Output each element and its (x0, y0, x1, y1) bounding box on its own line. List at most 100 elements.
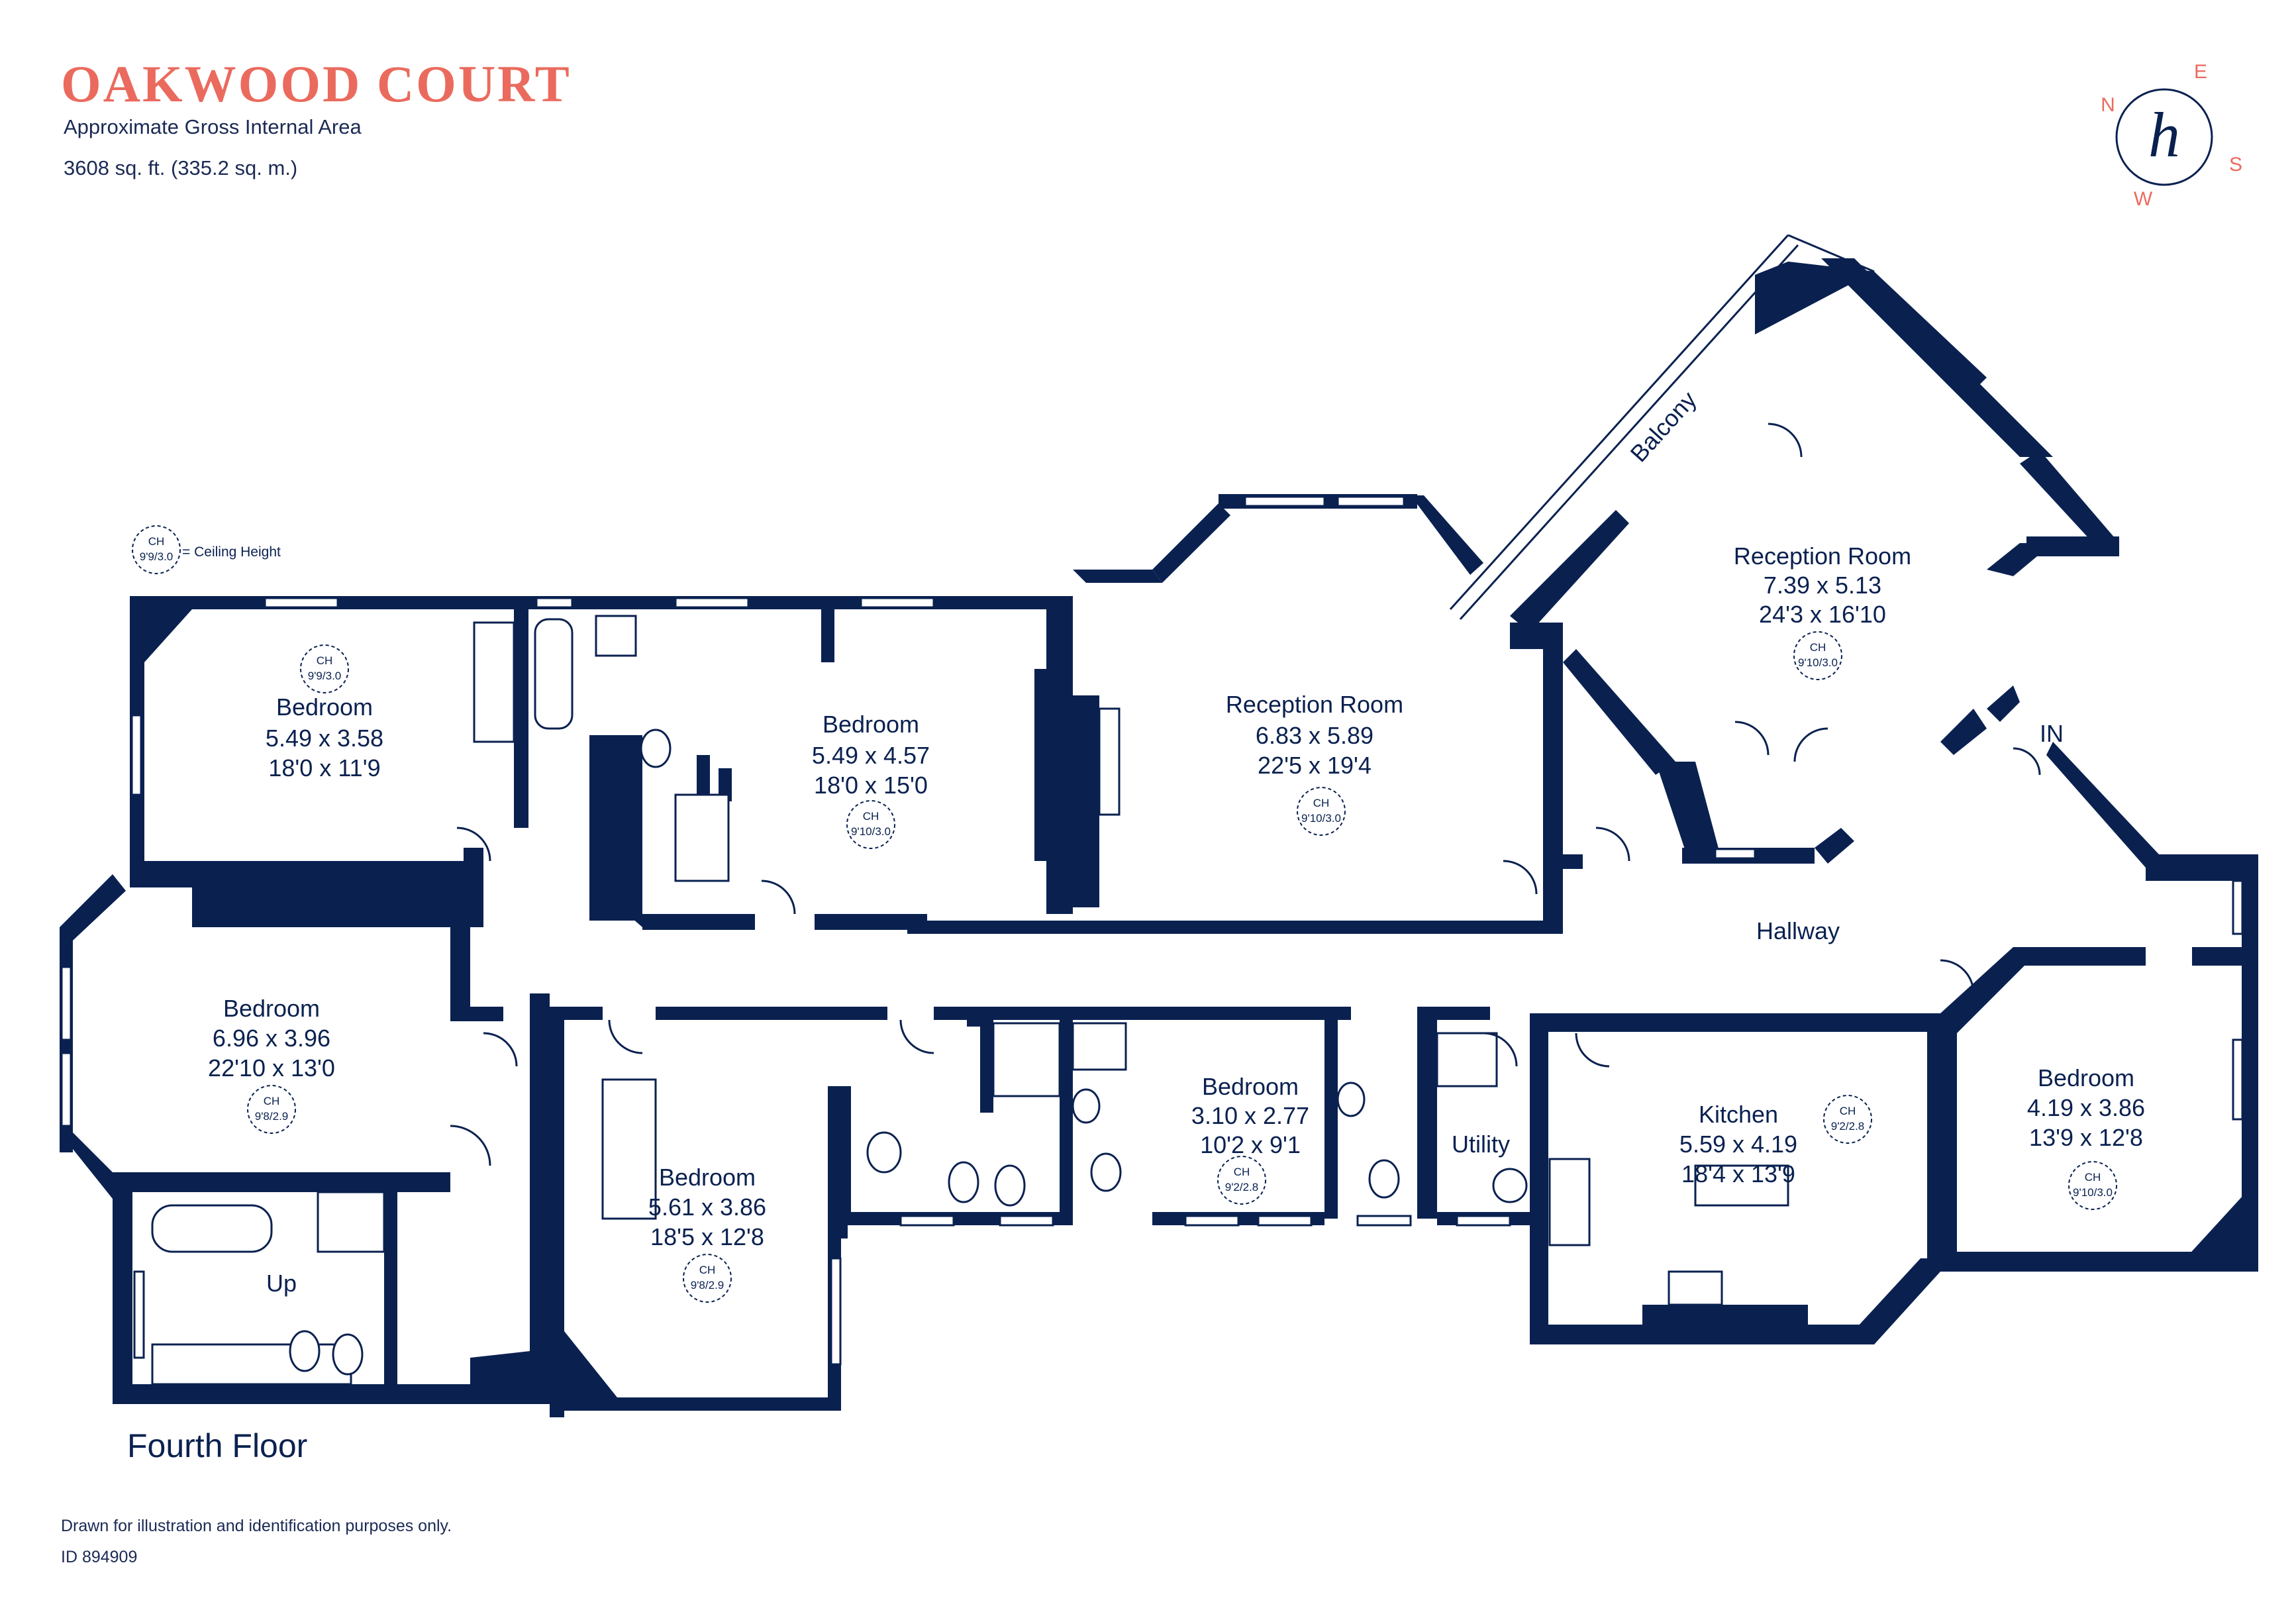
svg-text:13'9 x 12'8: 13'9 x 12'8 (2029, 1124, 2143, 1151)
svg-text:18'4 x 13'9: 18'4 x 13'9 (1681, 1160, 1795, 1187)
svg-text:Bedroom: Bedroom (659, 1164, 756, 1191)
toilet (1368, 1159, 1400, 1199)
washing-machine (1492, 1168, 1528, 1203)
svg-text:5.49 x 4.57: 5.49 x 4.57 (812, 742, 930, 769)
svg-text:18'0 x 15'0: 18'0 x 15'0 (814, 772, 928, 799)
svg-text:CH: CH (1234, 1166, 1250, 1178)
room-label-bedroom-6: Bedroom 4.19 x 3.86 13'9 x 12'8 CH 9'10/… (2027, 1064, 2145, 1210)
svg-text:9'8/2.9: 9'8/2.9 (691, 1279, 724, 1291)
area-caption: Approximate Gross Internal Area (64, 115, 362, 138)
svg-text:18'0 x 11'9: 18'0 x 11'9 (268, 754, 380, 782)
toilet (1090, 1152, 1122, 1192)
svg-text:Reception Room: Reception Room (1734, 542, 1911, 570)
room-label-bedroom-5: Bedroom 3.10 x 2.77 10'2 x 9'1 CH 9'2/2.… (1191, 1073, 1309, 1205)
svg-text:7.39 x 5.13: 7.39 x 5.13 (1764, 572, 1881, 599)
sink (1336, 1082, 1366, 1117)
bidet (289, 1330, 321, 1372)
logo-glyph: h (2148, 99, 2180, 170)
svg-text:24'3 x 16'10: 24'3 x 16'10 (1759, 601, 1886, 628)
shower (992, 1022, 1061, 1097)
kitchen-island (1694, 1164, 1789, 1207)
doors (450, 423, 2041, 1166)
svg-text:5.49 x 3.58: 5.49 x 3.58 (266, 725, 383, 752)
room-label-bedroom-1: Bedroom 5.49 x 3.58 18'0 x 11'9 CH 9'9/3… (266, 644, 383, 782)
ceiling-height-label: = Ceiling Height (182, 544, 281, 560)
svg-text:CH: CH (1313, 797, 1330, 809)
svg-text:6.96 x 3.96: 6.96 x 3.96 (213, 1025, 330, 1052)
svg-text:9'9/3.0: 9'9/3.0 (308, 670, 342, 682)
svg-text:10'2 x 9'1: 10'2 x 9'1 (1200, 1131, 1301, 1158)
wardrobe (473, 621, 515, 743)
svg-text:9'10/3.0: 9'10/3.0 (1301, 812, 1341, 825)
compass-west: W (2134, 188, 2153, 210)
utility-unit (1436, 1032, 1498, 1087)
fixtures (151, 615, 1789, 1386)
svg-text:CH: CH (2085, 1171, 2101, 1184)
plan-id: ID 894909 (61, 1548, 138, 1566)
svg-text:9'10/3.0: 9'10/3.0 (2073, 1186, 2113, 1199)
svg-text:Kitchen: Kitchen (1699, 1101, 1778, 1128)
fireplace (1098, 707, 1121, 816)
toilet (640, 729, 672, 768)
svg-text:CH: CH (863, 810, 879, 823)
svg-text:9'8/2.9: 9'8/2.9 (255, 1110, 289, 1123)
svg-text:9'10/3.0: 9'10/3.0 (1798, 656, 1838, 669)
svg-text:Bedroom: Bedroom (823, 711, 919, 738)
svg-text:Bedroom: Bedroom (2038, 1064, 2134, 1091)
disclaimer-text: Drawn for illustration and identificatio… (61, 1517, 452, 1535)
hob (1668, 1270, 1723, 1306)
sink (595, 615, 637, 657)
shower (1072, 1022, 1127, 1071)
ceiling-height-legend: CH 9'9/3.0 = Ceiling Height (132, 525, 281, 574)
compass-ring (2115, 88, 2213, 186)
svg-text:22'5 x 19'4: 22'5 x 19'4 (1258, 752, 1372, 779)
svg-text:9'2/2.8: 9'2/2.8 (1831, 1120, 1865, 1133)
toilet (994, 1164, 1026, 1207)
compass-north: N (2101, 94, 2115, 116)
svg-text:18'5 x 12'8: 18'5 x 12'8 (650, 1223, 764, 1250)
windows (60, 495, 2244, 1366)
hallway-label: Hallway (1756, 917, 1840, 944)
shower (317, 1191, 385, 1253)
svg-text:CH: CH (699, 1264, 716, 1276)
svg-text:5.59 x 4.19: 5.59 x 4.19 (1679, 1131, 1797, 1158)
svg-text:9'2/2.8: 9'2/2.8 (1225, 1181, 1259, 1193)
bidet (948, 1161, 979, 1203)
vanity (151, 1343, 352, 1386)
utility-label: Utility (1452, 1131, 1510, 1158)
kitchen-sink (1548, 1158, 1591, 1246)
svg-text:6.83 x 5.89: 6.83 x 5.89 (1256, 722, 1373, 749)
entrance-label: IN (2040, 720, 2064, 747)
stairs-label: Up (266, 1270, 297, 1297)
svg-text:CH: CH (1810, 641, 1826, 654)
room-label-kitchen: Kitchen 5.59 x 4.19 18'4 x 13'9 CH 9'2/2… (1679, 1095, 1872, 1187)
svg-text:CH: CH (148, 535, 165, 548)
room-label-bedroom-3: Bedroom 6.96 x 3.96 22'10 x 13'0 CH 9'8/… (208, 995, 335, 1134)
sink (1072, 1088, 1101, 1124)
bathtub (534, 618, 574, 730)
bathtub (151, 1204, 273, 1253)
balcony-outline (1449, 234, 1875, 621)
room-label-bedroom-4: Bedroom 5.61 x 3.86 18'5 x 12'8 CH 9'8/2… (648, 1164, 766, 1303)
svg-text:Bedroom: Bedroom (1202, 1073, 1299, 1100)
compass-rose: h N E S W (2101, 61, 2242, 210)
svg-text:5.61 x 3.86: 5.61 x 3.86 (648, 1193, 766, 1221)
wardrobe (674, 793, 730, 882)
svg-text:CH: CH (317, 654, 333, 667)
wardrobe (601, 1078, 657, 1220)
svg-text:CH: CH (1840, 1105, 1856, 1117)
room-label-reception-2: Reception Room 7.39 x 5.13 24'3 x 16'10 … (1734, 542, 1911, 680)
svg-text:9'10/3.0: 9'10/3.0 (851, 825, 891, 838)
svg-text:Bedroom: Bedroom (223, 995, 320, 1022)
svg-text:3.10 x 2.77: 3.10 x 2.77 (1191, 1102, 1309, 1129)
compass-east: E (2194, 61, 2207, 83)
svg-text:CH: CH (264, 1095, 280, 1107)
svg-text:4.19 x 3.86: 4.19 x 3.86 (2027, 1094, 2145, 1121)
svg-text:Bedroom: Bedroom (276, 693, 373, 721)
property-title: OAKWOOD COURT (61, 55, 572, 113)
compass-south: S (2229, 154, 2242, 176)
balcony-label: Balcony (1624, 386, 1701, 468)
walls (60, 258, 2258, 1417)
svg-text:Reception Room: Reception Room (1226, 691, 1403, 718)
